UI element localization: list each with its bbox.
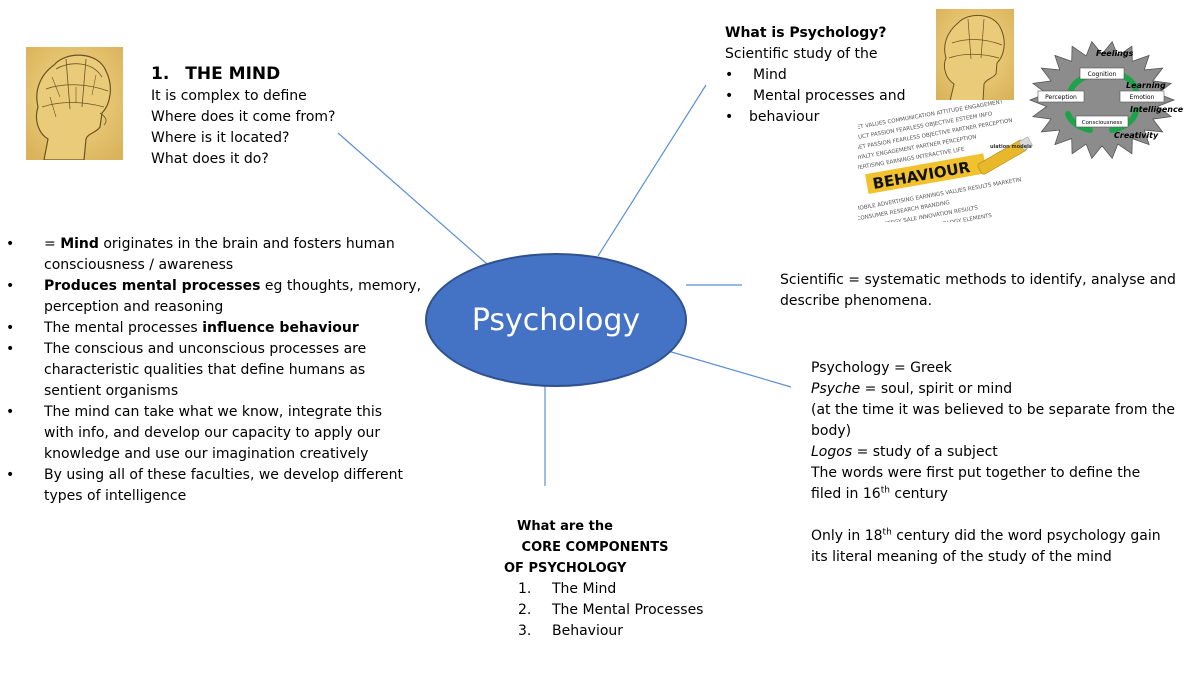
bold-text: Mind: [60, 236, 99, 252]
gear-label-feelings: Feelings: [1096, 49, 1134, 58]
mind-bullet-item: By using all of these faculties, we deve…: [0, 465, 420, 507]
text-run: The mental processes: [44, 320, 203, 336]
mind-bullet-item: = Mind originates in the brain and foste…: [0, 234, 420, 276]
text-run: types of intelligence: [44, 488, 187, 504]
mind-bullet-line: The mental processes influence behaviour: [44, 318, 420, 339]
what-is-heading: What is Psychology?: [725, 25, 887, 41]
text-run: consciousness / awareness: [44, 257, 234, 273]
collage-side-text: ulation models: [990, 144, 1032, 150]
mind-bullet-item: The mental processes influence behaviour: [0, 318, 420, 339]
etymology-section: Psychology = Greek Psyche = soul, spirit…: [811, 358, 1175, 568]
text-run: By using all of these faculties, we deve…: [44, 467, 404, 483]
mind-bullets-section: = Mind originates in the brain and foste…: [0, 234, 422, 507]
text-run: The conscious and unconscious processes …: [44, 341, 367, 357]
mind-bullet-item: The mind can take what we know, integrat…: [0, 402, 420, 465]
core-components-section: What are the CORE COMPONENTS OF PSYCHOLO…: [504, 516, 703, 642]
etymology-spacer: [811, 505, 1175, 526]
logos-word: Logos: [811, 444, 853, 460]
mind-bullet-line: By using all of these faculties, we deve…: [44, 465, 420, 486]
core-component-item: 1.The Mind: [518, 581, 617, 597]
mind-bullet-line: types of intelligence: [44, 486, 420, 507]
gear-label-creativity: Creativity: [1114, 131, 1159, 140]
mind-bullet-line: characteristic qualities that define hum…: [44, 360, 420, 381]
connector-mind: [337, 132, 488, 265]
what-is-intro: Scientific study of the: [725, 46, 878, 62]
what-is-psychology-section: What is Psychology? Scientific study of …: [725, 23, 905, 128]
etymology-18th-century: Only in 18th century did the word psycho…: [811, 527, 1161, 544]
etymology-logos: Logos = study of a subject: [811, 442, 1175, 463]
text-run: eg thoughts, memory,: [260, 278, 422, 294]
etymology-psyche: Psyche = soul, spirit or mind: [811, 379, 1175, 400]
text-run: originates in the brain and fosters huma…: [98, 236, 395, 252]
gear-label-cognition: Cognition: [1088, 71, 1117, 78]
mind-bullet-line: Produces mental processes eg thoughts, m…: [44, 276, 422, 297]
mind-heading-number: 1.: [151, 64, 170, 84]
phrenology-head-image: [26, 47, 123, 160]
mind-bullet-line: consciousness / awareness: [44, 255, 420, 276]
mind-bullet-line: = Mind originates in the brain and foste…: [44, 234, 420, 255]
scientific-line: describe phenomena.: [780, 293, 933, 309]
mind-bullet-item: Produces mental processes eg thoughts, m…: [0, 276, 422, 318]
connector-what-is: [597, 84, 707, 257]
mind-heading: 1. THE MIND: [151, 62, 335, 86]
mind-question: Where does it come from?: [151, 109, 336, 125]
text-run: sentient organisms: [44, 383, 179, 399]
etymology-literal-meaning: its literal meaning of the study of the …: [811, 549, 1112, 565]
psyche-definition: = soul, spirit or mind: [860, 381, 1013, 397]
gear-shape: [1028, 40, 1176, 160]
mind-bullet-item: The conscious and unconscious processes …: [0, 339, 420, 402]
etymology-16th-century: filed in 16th century: [811, 485, 948, 502]
gear-label-learning: Learning: [1126, 81, 1166, 90]
what-is-item: behaviour: [719, 107, 905, 128]
bold-text: influence behaviour: [202, 320, 359, 336]
mind-question: It is complex to define: [151, 88, 307, 104]
mind-bullet-line: The conscious and unconscious processes …: [44, 339, 420, 360]
text-run: knowledge and use our imagination creati…: [44, 446, 369, 462]
text-run: The mind can take what we know, integrat…: [44, 404, 383, 420]
psychology-gear-diagram: Cognition Perception Emotion Consciousne…: [1028, 40, 1184, 160]
psychology-central-node: Psychology: [425, 253, 687, 387]
mind-bullet-line: with info, and develop our capacity to a…: [44, 423, 420, 444]
central-node-label: Psychology: [471, 302, 641, 338]
mind-heading-text: THE MIND: [185, 64, 281, 84]
etymology-paren: (at the time it was believed to be separ…: [811, 402, 1175, 418]
psyche-word: Psyche: [811, 381, 861, 397]
mind-section: 1. THE MIND It is complex to define Where…: [151, 62, 335, 170]
logos-definition: = study of a subject: [852, 444, 998, 460]
scientific-definition: Scientific = systematic methods to ident…: [780, 270, 1176, 312]
core-component-item: 3.Behaviour: [518, 623, 624, 639]
core-component-item: 2.The Mental Processes: [518, 602, 704, 618]
mind-bullets-list: = Mind originates in the brain and foste…: [0, 234, 422, 507]
mind-bullet-line: knowledge and use our imagination creati…: [44, 444, 420, 465]
gear-label-emotion: Emotion: [1130, 94, 1155, 101]
gear-label-intelligence: Intelligence: [1130, 105, 1184, 114]
what-is-item: Mental processes and: [719, 86, 905, 107]
etymology-paren: body): [811, 423, 852, 439]
mind-question: Where is it located?: [151, 130, 290, 146]
what-is-item: Mind: [719, 65, 905, 86]
bold-text: Produces mental processes: [44, 278, 261, 294]
core-heading-2: CORE COMPONENTS: [517, 540, 669, 555]
core-heading-3: OF PSYCHOLOGY: [504, 561, 627, 576]
gear-label-consciousness: Consciousness: [1082, 120, 1123, 126]
core-heading-1: What are the: [517, 519, 613, 534]
gear-label-perception: Perception: [1045, 94, 1077, 101]
scientific-line: Scientific = systematic methods to ident…: [780, 272, 1176, 288]
text-run: characteristic qualities that define hum…: [44, 362, 366, 378]
phrenology-head-drawing: [26, 47, 123, 160]
core-components-list: 1.The Mind 2.The Mental Processes 3.Beha…: [518, 579, 703, 642]
text-run: perception and reasoning: [44, 299, 224, 315]
etymology-greek: Psychology = Greek: [811, 360, 952, 376]
connector-etymology: [667, 350, 792, 388]
mind-bullet-line: perception and reasoning: [44, 297, 420, 318]
etymology-words: The words were first put together to def…: [811, 465, 1141, 481]
phrenology-head-drawing-small: [936, 9, 1014, 101]
mind-question: What does it do?: [151, 151, 269, 167]
text-run: =: [44, 236, 61, 252]
text-run: with info, and develop our capacity to a…: [44, 425, 381, 441]
mind-bullet-line: The mind can take what we know, integrat…: [44, 402, 420, 423]
phrenology-head-image-small: [936, 9, 1014, 101]
mind-bullet-line: sentient organisms: [44, 381, 420, 402]
